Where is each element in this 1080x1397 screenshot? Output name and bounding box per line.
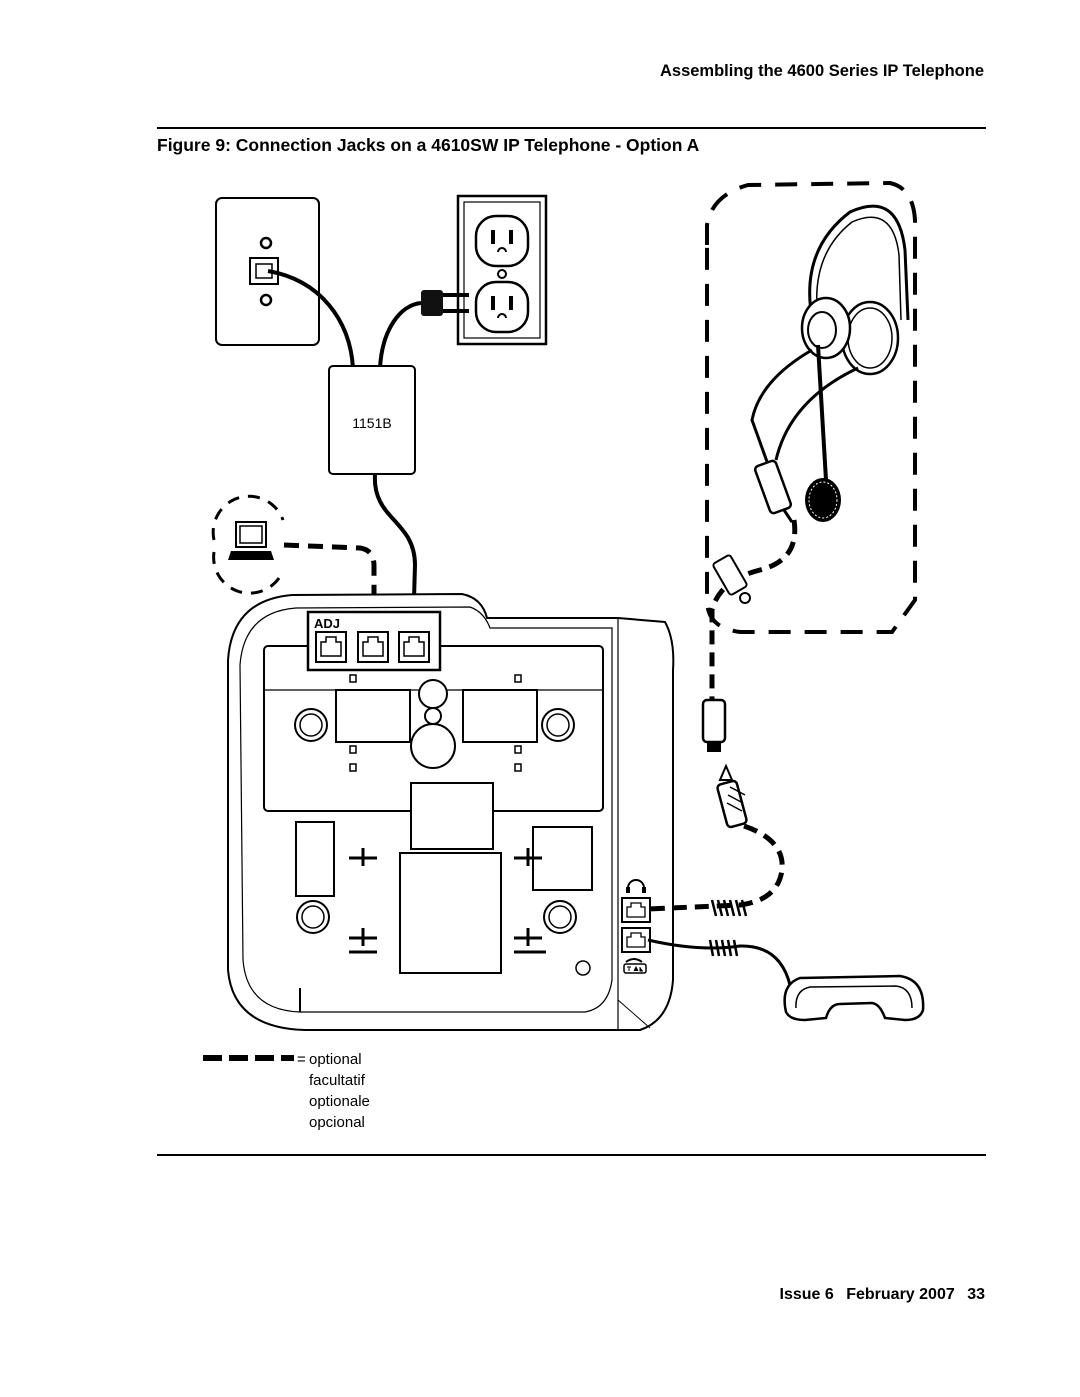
footer-page-number: 33 [967,1286,985,1303]
power-plug-icon [421,290,469,316]
wall-jack-plate-icon [215,197,320,346]
footer-date: February 2007 [846,1286,955,1303]
power-unit-1151b: 1151B [328,365,416,475]
bottom-rule [157,1154,986,1156]
footer-issue: Issue 6 [779,1286,834,1303]
legend-equals: = [297,1051,306,1068]
figure-title: Figure 9: Connection Jacks on a 4610SW I… [157,135,700,155]
page-footer: Issue 6 February 2007 33 [772,1286,985,1304]
power-outlet-icon [456,194,548,346]
headset-icon [750,204,910,523]
handset-icon [783,974,925,1022]
telephone-base-icon [227,592,675,1031]
legend-line-optional: optional [309,1051,362,1068]
top-rule [157,127,986,129]
computer-icon [211,494,285,595]
running-head: Assembling the 4600 Series IP Telephone [659,62,984,80]
adj-jack-group: ADJ [306,610,442,672]
headset-connector-icon [701,554,751,829]
legend-line-opcional: opcional [309,1114,365,1131]
adj-label: ADJ [314,616,340,631]
legend: = optional facultatif optionale opcional [203,1051,370,1131]
legend-line-optionale: optionale [309,1093,370,1110]
legend-line-facultatif: facultatif [309,1072,366,1089]
power-unit-label: 1151B [352,415,391,431]
